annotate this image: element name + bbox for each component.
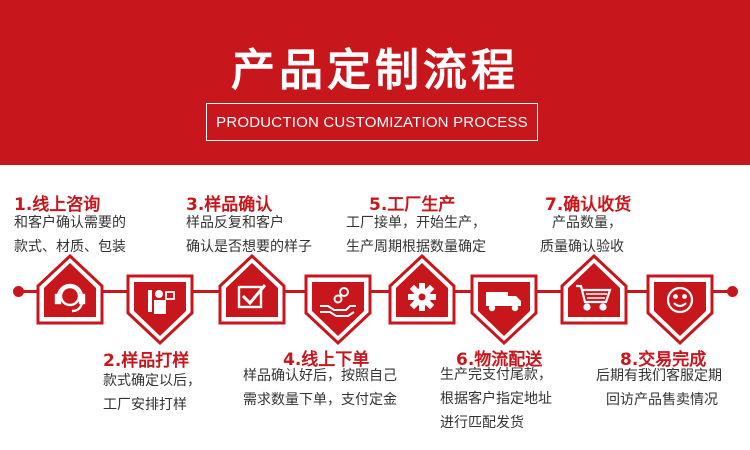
timeline-line: [18, 290, 730, 293]
step-6-title: 6.物流配送: [456, 350, 543, 370]
delivery-truck-icon: [486, 292, 521, 312]
step-5-desc: 工厂接单，开始生产， 生产周期根据数量确定: [346, 215, 486, 255]
page-subtitle: PRODUCTION CUSTOMIZATION PROCESS: [206, 103, 538, 141]
step-7-node: [560, 253, 628, 331]
checkbox-icon: [237, 284, 267, 309]
worker-icon: [148, 290, 175, 314]
page-title: 产品定制流程: [231, 45, 519, 96]
step-1-desc: 和客户确认需要的 款式、材质、包装: [14, 215, 126, 255]
customer-service-icon: [54, 283, 86, 313]
step-2-node: [126, 268, 194, 346]
step-4-node: [304, 268, 372, 346]
step-3-title: 3.样品确认: [186, 195, 273, 215]
header-banner: 产品定制流程 PRODUCTION CUSTOMIZATION PROCESS: [0, 0, 750, 165]
step-4-desc: 样品确认好后，按照自己 需求数量下单，支付定金: [243, 368, 397, 408]
step-4-title: 4.线上下单: [283, 350, 370, 370]
step-5-node: [388, 253, 456, 331]
payment-hand-icon: [320, 287, 356, 317]
timeline-start-dot: [13, 286, 24, 297]
step-6-node: [470, 268, 538, 346]
gear-icon: [408, 283, 436, 311]
step-3-node: [218, 253, 286, 331]
step-8-title: 8.交易完成: [620, 350, 707, 370]
step-1-title: 1.线上咨询: [14, 195, 101, 215]
step-3-desc: 样品反复和客户 确认是否想要的样子: [186, 215, 312, 255]
step-5-title: 5.工厂生产: [369, 195, 456, 215]
smiley-face-icon: [666, 286, 694, 314]
step-2-title: 2.样品打样: [103, 351, 190, 371]
step-8-node: [646, 268, 714, 346]
step-6-desc: 生产完支付尾款， 根据客户指定地址 进行匹配发货: [440, 367, 552, 431]
step-7-title: 7.确认收货: [545, 195, 632, 215]
step-2-desc: 款式确定以后， 工厂安排打样: [103, 373, 201, 413]
timeline-end-dot: [727, 286, 738, 297]
step-7-desc: 产品数量， 质量确认验收: [540, 215, 624, 255]
step-8-desc: 后期有我们客服定期 回访产品售卖情况: [596, 368, 722, 408]
shopping-cart-icon: [576, 284, 612, 311]
step-1-node: [36, 253, 104, 331]
